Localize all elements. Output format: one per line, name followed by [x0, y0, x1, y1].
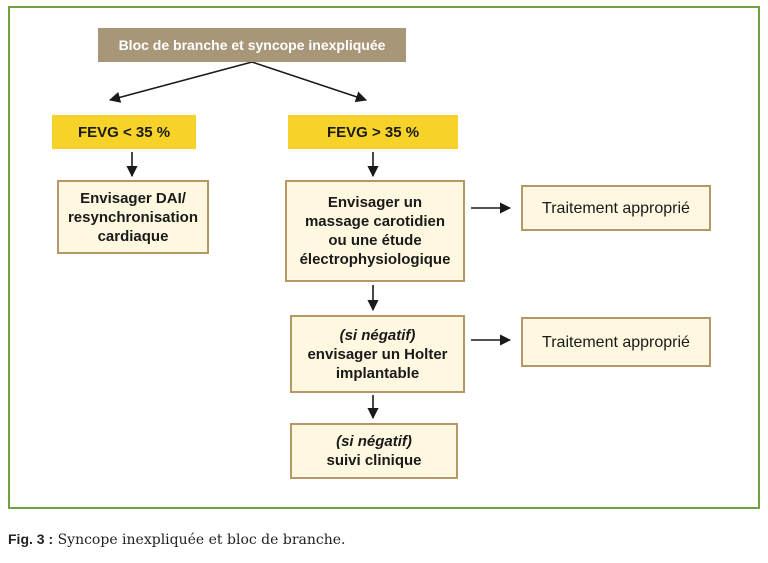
arrow-title-to-right [251, 61, 368, 103]
holter-box: (si négatif) envisager un Holter implant… [290, 315, 465, 393]
followup-qualifier: (si négatif) [336, 433, 412, 450]
treatment-box-1: Traitement approprié [521, 185, 711, 231]
right-action-box: Envisager un massage carotidien ou une é… [285, 180, 465, 282]
left-action-box: Envisager DAI/ resynchronisation cardiaq… [57, 180, 209, 254]
diagram-frame [8, 6, 760, 509]
left-action-line-3: cardiaque [97, 227, 169, 245]
holter-line-1: envisager un Holter [307, 345, 448, 363]
treatment-2-text: Traitement approprié [542, 333, 690, 351]
right-condition-text: FEVG > 35 % [326, 123, 420, 141]
left-condition-text: FEVG < 35 % [77, 123, 171, 141]
treatment-1-text: Traitement approprié [542, 199, 690, 217]
title-box: Bloc de branche et syncope inexpliquée [98, 28, 406, 62]
left-action-line-1: Envisager DAI/ [80, 189, 186, 207]
treatment-box-2: Traitement approprié [521, 317, 711, 367]
caption-label: Fig. 3 : [8, 531, 54, 547]
left-condition-box: FEVG < 35 % [52, 115, 196, 149]
holter-line-2: implantable [335, 364, 420, 382]
caption-text: Syncope inexpliquée et bloc de branche. [53, 532, 346, 548]
holter-qualifier: (si négatif) [339, 326, 416, 344]
right-condition-box: FEVG > 35 % [288, 115, 458, 149]
right-action-line-2: massage carotidien [304, 213, 446, 230]
left-action-line-2: resynchronisation [67, 208, 199, 226]
followup-box: (si négatif) suivi clinique [290, 423, 458, 479]
right-action-line-3: ou une étude [328, 232, 422, 249]
right-action-line-4: électrophysiologique [299, 251, 451, 268]
figure-caption: Fig. 3 : Syncope inexpliquée et bloc de … [8, 531, 345, 548]
followup-line-1: suivi clinique [326, 452, 422, 469]
title-text: Bloc de branche et syncope inexpliquée [118, 36, 386, 53]
arrow-title-to-left [108, 61, 253, 103]
right-action-line-1: Envisager un [327, 194, 423, 211]
